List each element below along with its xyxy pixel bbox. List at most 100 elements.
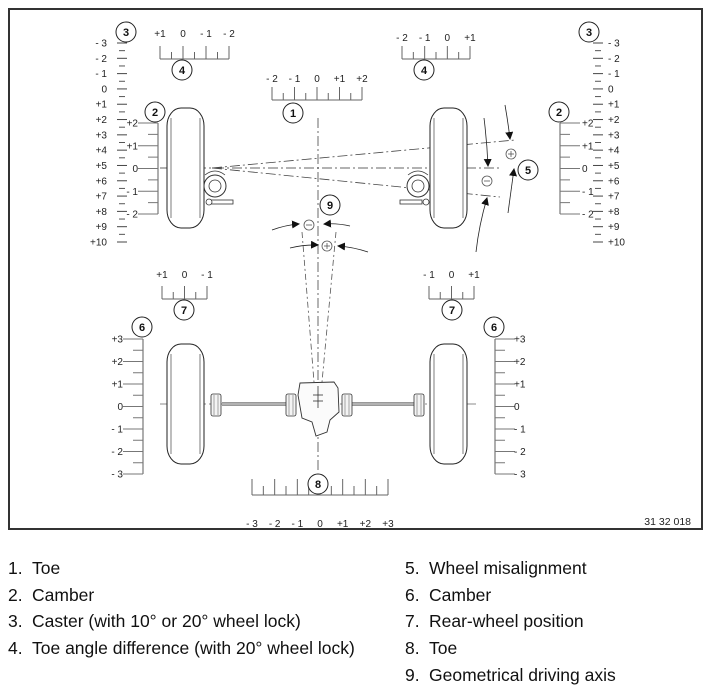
plus-symbol-5 [505,148,517,160]
scale-label: - 1 [126,187,138,198]
scale-label: +3 [608,130,620,141]
legend-text: Caster (with 10° or 20° wheel lock) [32,611,301,632]
diagram-border [8,8,703,530]
wheels [166,107,468,465]
caster-left-scale: - 3- 2- 10+1+2+3+4+5+6+7+8+9+10 [90,39,127,249]
callout-number: 8 [315,479,321,491]
scale-label: - 1 [111,425,123,436]
scale-label: +2 [582,119,594,130]
scale-label: - 2 [95,54,107,65]
scale-label: +1 [582,141,594,152]
scale-label: +3 [514,335,526,346]
scale-label: - 1 [95,69,107,80]
scale-label: +1 [337,519,349,530]
callout-8-toe-rear: 8 [307,473,329,495]
callout-4-toe-diff-right: 4 [413,59,435,81]
callout-1-toe-front: 1 [282,102,304,124]
scale-label: 0 [132,164,138,175]
camber-rear-right-scale: +3+2+10- 1- 2- 3 [494,335,526,481]
scale-label: +10 [608,238,625,249]
scale-label: +2 [608,115,620,126]
legend-item-1: 1.Toe [8,555,355,582]
legend-number: 1. [8,558,23,578]
rear-right-outer-flange [413,393,425,417]
callout-4-toe-diff-left: 4 [171,59,193,81]
legend-number: 6. [405,584,420,605]
differential [297,381,340,437]
scale-label: - 2 [582,210,594,221]
scale-label: - 2 [514,447,526,458]
arrow-5-center-top [483,117,492,167]
minus-symbol-5 [481,175,493,187]
legend-item-3: 3. Caster (with 10° or 20° wheel lock) [8,608,355,635]
scale-label: +1 [608,100,620,111]
rear-right-wheel [429,343,468,465]
legend-item-9: 9.Geometrical driving axis [405,662,616,689]
scale-label: +1 [112,380,124,391]
arrow-9-minus-right [323,219,351,228]
rear-left-inner-flange [285,393,297,417]
scale-label: +2 [356,74,368,85]
scale-label: +1 [468,270,480,281]
callout-3-caster-left: 3 [115,21,137,43]
scale-label: - 3 [608,39,620,50]
scale-label: +6 [96,176,108,187]
callout-number: 6 [139,322,145,334]
callout-number: 2 [556,107,562,119]
driving-axis-line-plus [321,231,337,383]
arrow-5-center-bottom [507,168,518,214]
legend-number: 9. [405,664,420,685]
scale-label: - 3 [246,519,258,530]
scale-label: - 3 [111,470,123,481]
scale-label: +4 [96,146,108,157]
scale-label: 0 [117,402,123,413]
scale-label: +1 [96,100,108,111]
callout-2-camber-left: 2 [144,101,166,123]
scale-label: 0 [582,164,588,175]
legend-text: Camber [429,584,492,605]
callout-7-rear-pos-right: 7 [441,299,463,321]
callout-number: 7 [449,305,455,317]
plus-symbol-9 [321,240,333,252]
front-right-wheel [429,107,468,229]
scale-label: 0 [608,84,614,95]
scale-label: - 3 [95,39,107,50]
arrow-9-plus-right [337,242,369,253]
scale-label: +1 [464,33,476,44]
scale-label: +1 [127,141,139,152]
scale-label: 0 [180,29,186,40]
scale-label: +4 [608,146,620,157]
scale-label: - 2 [111,447,123,458]
legend-number: 3. [8,611,23,632]
front-left-wheel [166,107,205,229]
legend-item-6: 6. Camber [405,582,616,609]
rear-right-inner-flange [341,393,353,417]
callout-5-misalignment: 5 [517,159,539,181]
rear-left-outer-flange [210,393,222,417]
scale-label: - 1 [419,33,431,44]
legend-text: Camber [32,584,95,605]
scale-label: 0 [449,270,455,281]
legend-number: 7. [405,611,420,632]
scale-label: 0 [182,270,188,281]
arrow-5-minus-bottom [475,197,489,253]
arrow-9-minus-left [271,220,300,231]
scale-label: - 1 [289,74,301,85]
scale-label: +3 [112,335,124,346]
driving-axis-line-minus [301,231,315,383]
scale-label: - 1 [200,29,212,40]
scale-label: +2 [112,357,124,368]
legend-text: Wheel misalignment [429,558,587,578]
scale-label: - 1 [582,187,594,198]
callout-number: 7 [181,305,187,317]
scale-label: +2 [127,119,139,130]
arrow-5-plus-top [504,104,514,140]
